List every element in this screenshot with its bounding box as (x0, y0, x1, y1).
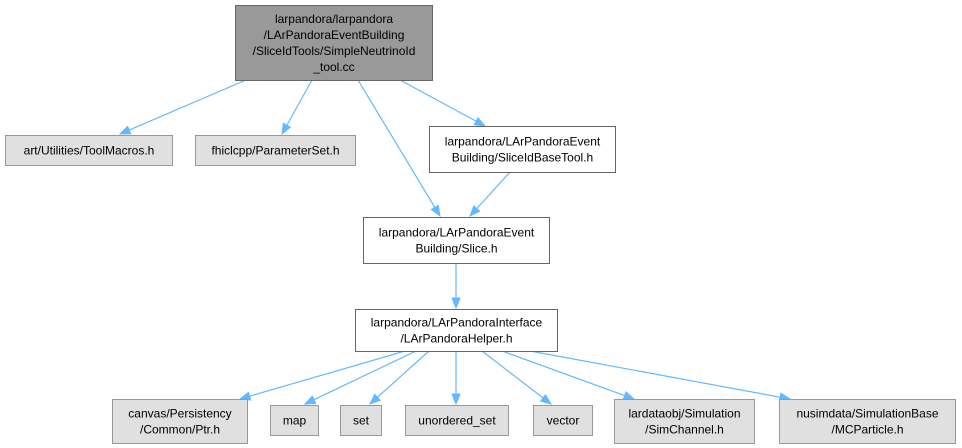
node-box (235, 5, 433, 81)
edge-helper-to-ptr (238, 350, 406, 401)
node-label-line: unordered_set (418, 414, 496, 428)
node-box (270, 405, 319, 436)
node-box (779, 399, 956, 444)
edge-root-to-tool-macros (118, 79, 247, 135)
node-box (363, 217, 550, 264)
node-box (355, 309, 558, 352)
edge-line (128, 79, 247, 131)
arrowhead-icon (622, 390, 636, 400)
arrowhead-icon (118, 125, 132, 135)
node-box (533, 405, 593, 436)
node-label-line: map (283, 414, 307, 428)
edge-root-to-slice (357, 79, 441, 218)
edge-line (357, 79, 436, 208)
edge-helper-to-sim-channel (501, 350, 636, 400)
node-box (5, 135, 173, 166)
node-sim-channel[interactable]: lardataobj/Simulation/SimChannel.h (614, 399, 755, 444)
arrowhead-icon (539, 393, 553, 405)
node-slice[interactable]: larpandora/LArPandoraEventBuilding/Slice… (363, 217, 550, 264)
arrowhead-icon (303, 395, 317, 405)
node-label-line: /LArPandoraHelper.h (400, 332, 512, 346)
arrowhead-icon (368, 393, 381, 405)
arrowhead-icon (281, 122, 292, 136)
node-label-line: art/Utilities/ToolMacros.h (24, 144, 155, 158)
edge-slice-id-base-tool-to-slice (469, 171, 511, 217)
node-pandora-helper[interactable]: larpandora/LArPandoraInterface/LArPandor… (355, 309, 558, 352)
edge-slice-to-pandora-helper (451, 263, 461, 310)
edge-helper-to-unordered-set (451, 351, 461, 406)
node-label-line: fhiclcpp/ParameterSet.h (211, 144, 339, 158)
node-mc-particle[interactable]: nusimdata/SimulationBase/MCParticle.h (779, 399, 956, 444)
node-map[interactable]: map (270, 405, 319, 436)
edge-line (286, 79, 313, 126)
node-box (340, 405, 382, 436)
edge-line (481, 350, 544, 399)
node-label-line: lardataobj/Simulation (628, 407, 740, 421)
node-label-line: /Common/Ptr.h (140, 423, 220, 437)
node-label-line: vector (547, 414, 580, 428)
node-label-line: larpandora/LArPandoraInterface (371, 316, 543, 330)
edge-helper-to-map (303, 350, 417, 405)
edge-line (529, 350, 781, 398)
node-label-line: canvas/Persistency (128, 407, 231, 421)
edge-root-to-slice-id-base-tool (399, 79, 487, 127)
arrowhead-icon (451, 393, 461, 406)
node-box (405, 405, 509, 436)
node-label-line: Building/SliceIdBaseTool.h (452, 151, 593, 165)
node-box (429, 126, 616, 173)
arrowhead-icon (469, 205, 481, 217)
node-unordered-set[interactable]: unordered_set (405, 405, 509, 436)
node-vector[interactable]: vector (533, 405, 593, 436)
node-parameter-set[interactable]: fhiclcpp/ParameterSet.h (195, 135, 356, 166)
node-ptr[interactable]: canvas/Persistency/Common/Ptr.h (112, 399, 248, 444)
node-label-line: Building/Slice.h (415, 242, 497, 256)
arrowhead-icon (451, 297, 461, 310)
edge-line (377, 350, 430, 398)
node-label-line: larpandora/LArPandoraEvent (445, 135, 601, 149)
node-label-line: /LArPandoraEventBuilding (264, 28, 405, 42)
arrowhead-icon (238, 391, 252, 401)
node-label-line: /SimChannel.h (645, 423, 724, 437)
node-slice-id-base-tool[interactable]: larpandora/LArPandoraEventBuilding/Slice… (429, 126, 616, 173)
arrowhead-icon (430, 204, 441, 218)
edge-helper-to-set (368, 350, 430, 405)
edge-root-to-parameter-set (281, 79, 313, 136)
node-label-line: nusimdata/SimulationBase (796, 407, 938, 421)
edge-line (399, 79, 477, 122)
nodes: larpandora/larpandora/LArPandoraEventBui… (5, 5, 956, 444)
node-box (614, 399, 755, 444)
node-box (195, 135, 356, 166)
node-set[interactable]: set (340, 405, 382, 436)
node-label-line: set (353, 414, 370, 428)
edge-helper-to-mc-particle (529, 350, 792, 402)
node-box (112, 399, 248, 444)
arrowhead-icon (473, 116, 487, 127)
node-label-line: _tool.cc (312, 60, 354, 74)
node-label-line: larpandora/LArPandoraEvent (379, 226, 535, 240)
edge-line (501, 350, 625, 397)
node-label-line: /SliceIdTools/SimpleNeutrinoId (253, 44, 416, 58)
node-label-line: larpandora/larpandora (275, 12, 393, 26)
edge-helper-to-vector (481, 350, 553, 405)
edge-line (313, 350, 417, 401)
edge-line (249, 350, 406, 397)
node-label-line: /MCParticle.h (831, 423, 903, 437)
node-root: larpandora/larpandora/LArPandoraEventBui… (235, 5, 433, 81)
edge-line (476, 171, 511, 210)
node-tool-macros[interactable]: art/Utilities/ToolMacros.h (5, 135, 173, 166)
